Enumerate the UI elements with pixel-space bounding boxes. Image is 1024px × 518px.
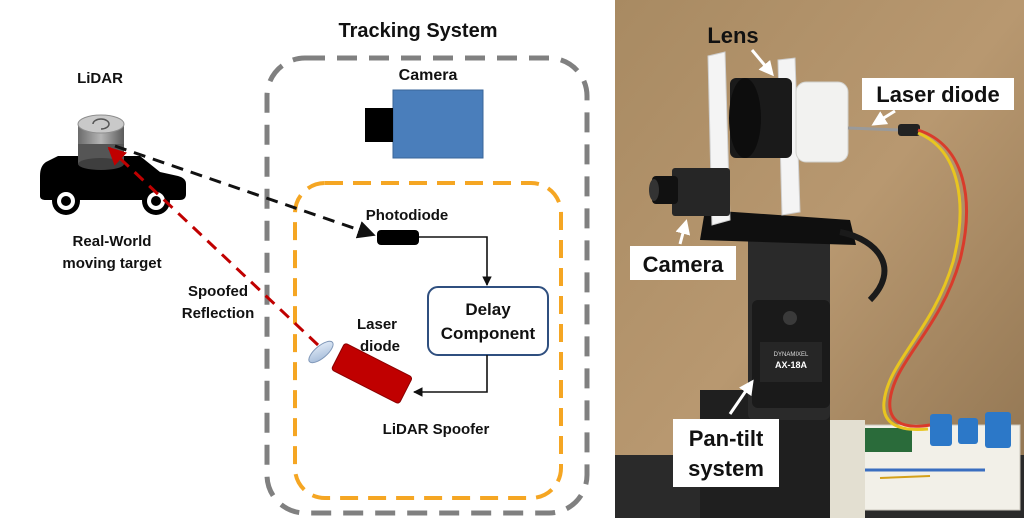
lens-arrow	[750, 49, 774, 77]
camera-photo-label-bg	[630, 246, 736, 280]
wire-black	[839, 229, 888, 303]
camera-arrow	[675, 219, 691, 245]
delay-component-box	[427, 286, 549, 356]
laser-diode-rod	[847, 126, 901, 132]
spoofed-label-line2: Reflection	[182, 305, 255, 322]
lidar-sensor-icon	[77, 114, 125, 170]
wire-red	[888, 128, 968, 428]
servo-label-plate	[760, 342, 822, 382]
spoofed-label-line1: Spoofed	[188, 283, 248, 300]
pan-tilt-label-bg	[673, 419, 779, 487]
potentiometer-2	[958, 418, 978, 444]
mounting-plate	[700, 210, 856, 245]
camera-lens	[652, 176, 678, 204]
pan-tilt-label-line2: system	[688, 456, 764, 481]
tracking-system-title: Tracking System	[339, 20, 498, 42]
photodiode-icon	[377, 230, 419, 245]
circuit-board	[862, 428, 912, 452]
pan-tilt-arrow	[728, 379, 754, 415]
laser-lens-icon	[308, 340, 334, 364]
signal-wire-in	[419, 236, 492, 286]
laser-diode-label-bg	[862, 78, 1014, 110]
wire-yellow	[882, 131, 962, 432]
camera-label: Camera	[399, 67, 458, 84]
tracking-system-box	[264, 55, 590, 516]
spoofed-reflection-arrow	[107, 146, 320, 347]
photodiode-label: Photodiode	[366, 207, 449, 224]
lens-label: Lens	[707, 23, 758, 48]
hardware-photo: DYNAMIXEL AX-18A Lens Laser diode Camera	[610, 0, 1024, 518]
servo-brand: DYNAMIXEL	[774, 352, 809, 358]
diagram-panel: Tracking System Camera Photodiode Delay …	[40, 20, 590, 516]
servo-model: AX-18A	[775, 360, 808, 370]
potentiometer-1	[930, 414, 952, 446]
lidar-spoofer-label: LiDAR Spoofer	[383, 421, 490, 438]
target-label-line2: moving target	[62, 255, 161, 272]
laser-diode-arrow	[871, 109, 896, 126]
camera-icon	[365, 89, 484, 159]
lidar-beam-arrow	[114, 144, 376, 239]
delay-label-line2: Component	[441, 324, 536, 343]
laser-diode-icon	[331, 343, 413, 404]
lidar-spoofer-box	[293, 181, 563, 500]
laser-diode-photo-label: Laser diode	[876, 82, 999, 107]
target-label-line1: Real-World	[73, 233, 152, 250]
laser-label-line2: diode	[360, 338, 400, 355]
car-icon	[40, 156, 186, 215]
laser-housing	[795, 81, 849, 163]
camera-module	[672, 168, 730, 216]
lidar-label: LiDAR	[77, 70, 123, 87]
potentiometer-3	[985, 412, 1011, 448]
camera-photo-label: Camera	[643, 252, 724, 277]
delay-label-line1: Delay	[465, 300, 511, 319]
laser-label-line1: Laser	[357, 316, 397, 333]
signal-wire-out	[413, 355, 488, 397]
laser-connector	[898, 124, 920, 136]
pan-tilt-label-line1: Pan-tilt	[689, 426, 764, 451]
